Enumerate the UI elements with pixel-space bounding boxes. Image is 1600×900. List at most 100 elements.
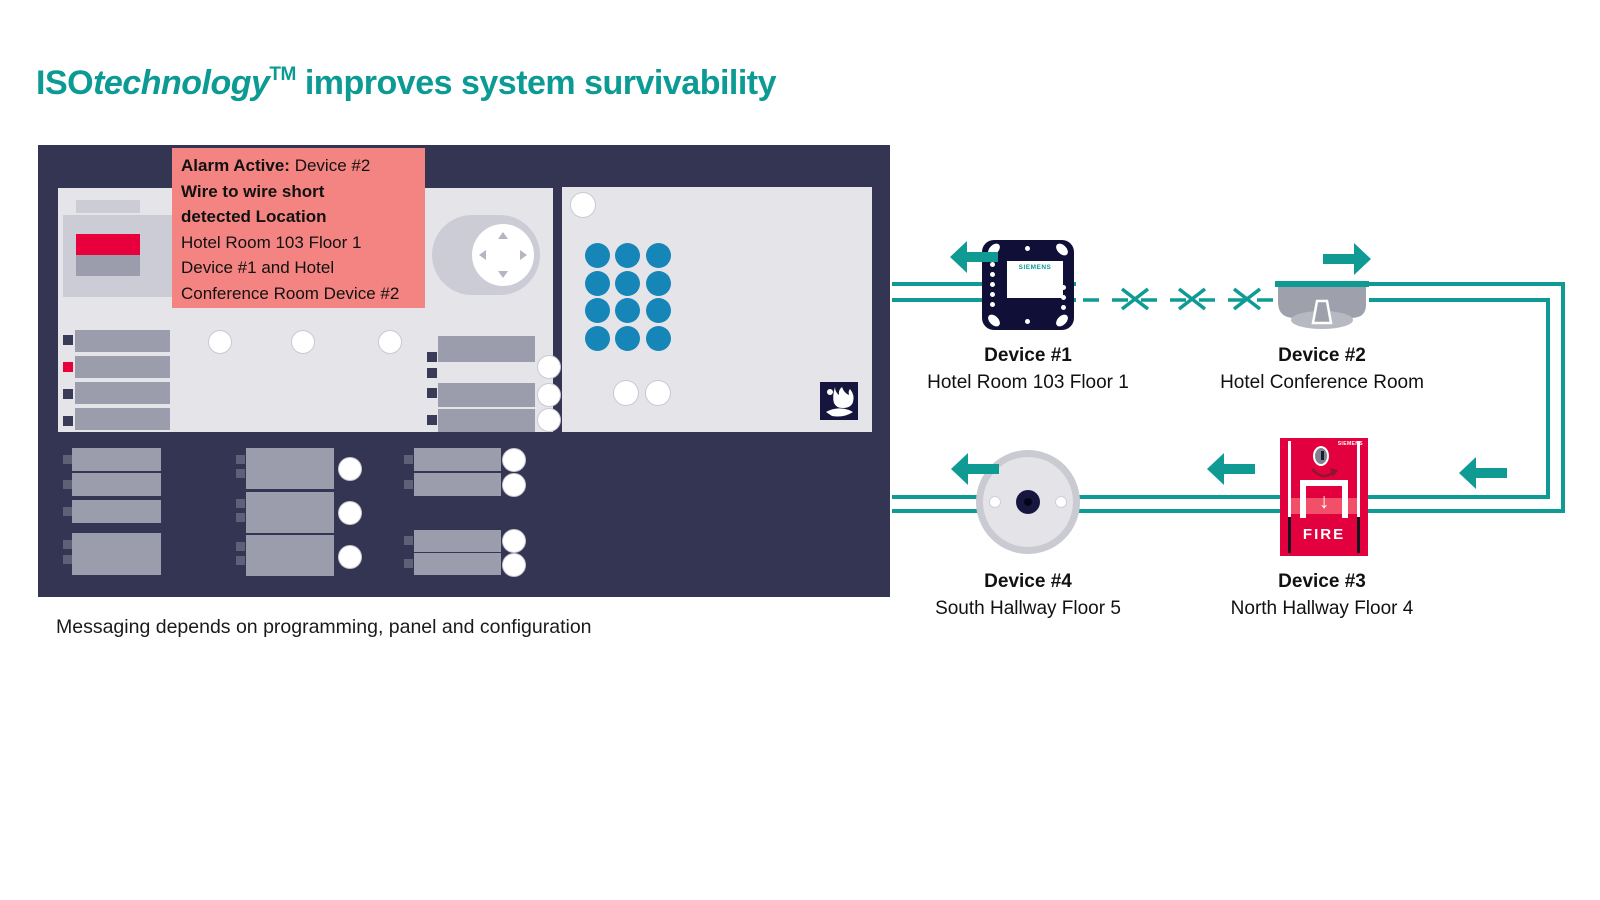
alarm-line-6: Conference Room Device #2: [181, 283, 400, 303]
terminal-dot: [1061, 305, 1066, 310]
round-button: [379, 331, 401, 353]
module-dot: [1025, 246, 1030, 251]
led-indicator: [63, 455, 72, 464]
dpad-up-icon: [498, 232, 508, 239]
dpad-down-icon: [498, 271, 508, 278]
panel-button: [75, 330, 170, 352]
led-indicator: [63, 416, 73, 426]
alarm-led-indicator: [63, 362, 73, 372]
smoke-detector-icon: [1275, 279, 1369, 333]
device-location: Hotel Conference Room: [1220, 372, 1424, 393]
mount-hole: [985, 312, 1003, 329]
title-iso: ISO: [36, 64, 94, 102]
arrow-left-icon: [950, 241, 998, 273]
flame-icon: [826, 387, 854, 417]
alarm-line-2: Wire to wire short: [181, 179, 425, 205]
led-indicator: [427, 415, 437, 425]
round-button: [538, 409, 560, 431]
alarm-line-1: Alarm Active: Device #2: [181, 153, 425, 179]
key-slit: [1321, 451, 1324, 460]
led-indicator: [427, 368, 437, 378]
led-indicator: [236, 469, 245, 478]
panel-button: [72, 448, 161, 471]
terminal-dot: [990, 262, 995, 267]
keypad-button: [614, 297, 640, 323]
led-indicator: [236, 556, 245, 565]
led-indicator: [236, 455, 245, 464]
handle-frame: [1300, 480, 1306, 518]
led-indicator: [63, 480, 72, 489]
device-4-label: Device #4 South Hallway Floor 5: [848, 568, 1208, 622]
panel-button: [246, 535, 334, 576]
panel-button: [438, 383, 535, 407]
keypad-button: [645, 242, 671, 268]
screw-icon: [990, 497, 1000, 507]
terminal-dot: [1061, 315, 1066, 320]
panel-button: [75, 382, 170, 404]
round-button: [339, 546, 361, 568]
wire-break-x-marks: [1120, 287, 1262, 311]
alarm-bold-text: detected Location: [181, 207, 327, 226]
station-rail: [1288, 517, 1291, 553]
title-trademark: TM: [269, 63, 296, 85]
smoke-detector-graphic: [1275, 281, 1369, 329]
led-indicator: [427, 352, 437, 362]
page-title: ISOtechnologyTM improves system survivab…: [36, 63, 777, 103]
keypad-button: [584, 242, 610, 268]
handle-frame: [1300, 480, 1348, 486]
led-indicator: [404, 455, 413, 464]
x-mark-icon: [1232, 287, 1262, 311]
round-button: [538, 384, 560, 406]
down-arrow-icon: ↓: [1318, 490, 1330, 513]
panel-button: [72, 500, 161, 523]
alarm-title: Alarm Active:: [181, 156, 290, 175]
round-button: [503, 449, 525, 471]
x-mark-icon: [1177, 287, 1207, 311]
led-indicator: [63, 389, 73, 399]
screw-icon: [1056, 497, 1066, 507]
led-indicator: [63, 555, 72, 564]
fire-label: FIRE: [1302, 526, 1346, 543]
terminal-dot: [990, 292, 995, 297]
alarm-message-box: Alarm Active: Device #2 Wire to wire sho…: [172, 148, 425, 308]
manual-pull-station-icon: SIEMENS ↓ FIRE: [1280, 438, 1368, 556]
arrow-left-icon: [1207, 453, 1255, 485]
station-rail: [1357, 441, 1360, 517]
device-3-label: Device #3 North Hallway Floor 4: [1142, 568, 1502, 622]
footnote: Messaging depends on programming, panel …: [56, 616, 592, 638]
panel-button: [414, 553, 501, 575]
terminal-dot: [990, 302, 995, 307]
keypad-button: [614, 242, 640, 268]
dpad-left-icon: [479, 250, 486, 260]
brand-label: SIEMENS: [1007, 261, 1063, 298]
alarm-line-5: Device #1 and Hotel: [181, 258, 335, 277]
led-indicator: [404, 536, 413, 545]
terminal-dot: [990, 282, 995, 287]
display-alert-bar: [76, 234, 140, 255]
keypad-button: [584, 325, 610, 351]
mount-hole: [1053, 241, 1071, 258]
handle-frame: [1342, 480, 1348, 518]
led-indicator: [404, 559, 413, 568]
round-button: [209, 331, 231, 353]
keypad-button: [584, 297, 610, 323]
panel-button: [414, 473, 501, 496]
round-button: [339, 458, 361, 480]
arrow-left-icon: [951, 453, 999, 485]
hub-dot: [1024, 498, 1032, 506]
keypad-button: [645, 270, 671, 296]
title-rest: improves system survivability: [295, 64, 777, 102]
led-indicator: [236, 513, 245, 522]
terminal-dot: [990, 272, 995, 277]
led-indicator: [63, 335, 73, 345]
dpad-right-icon: [520, 250, 527, 260]
device-name: Device #2: [1278, 345, 1366, 366]
panel-button: [72, 533, 161, 575]
station-rail: [1357, 517, 1360, 553]
panel-button: [438, 409, 535, 432]
keypad-button: [645, 325, 671, 351]
panel-button: [246, 492, 334, 533]
alarm-line-4: Hotel Room 103 Floor 1: [181, 232, 362, 252]
led-indicator: [404, 480, 413, 489]
base-hub: [1016, 490, 1040, 514]
